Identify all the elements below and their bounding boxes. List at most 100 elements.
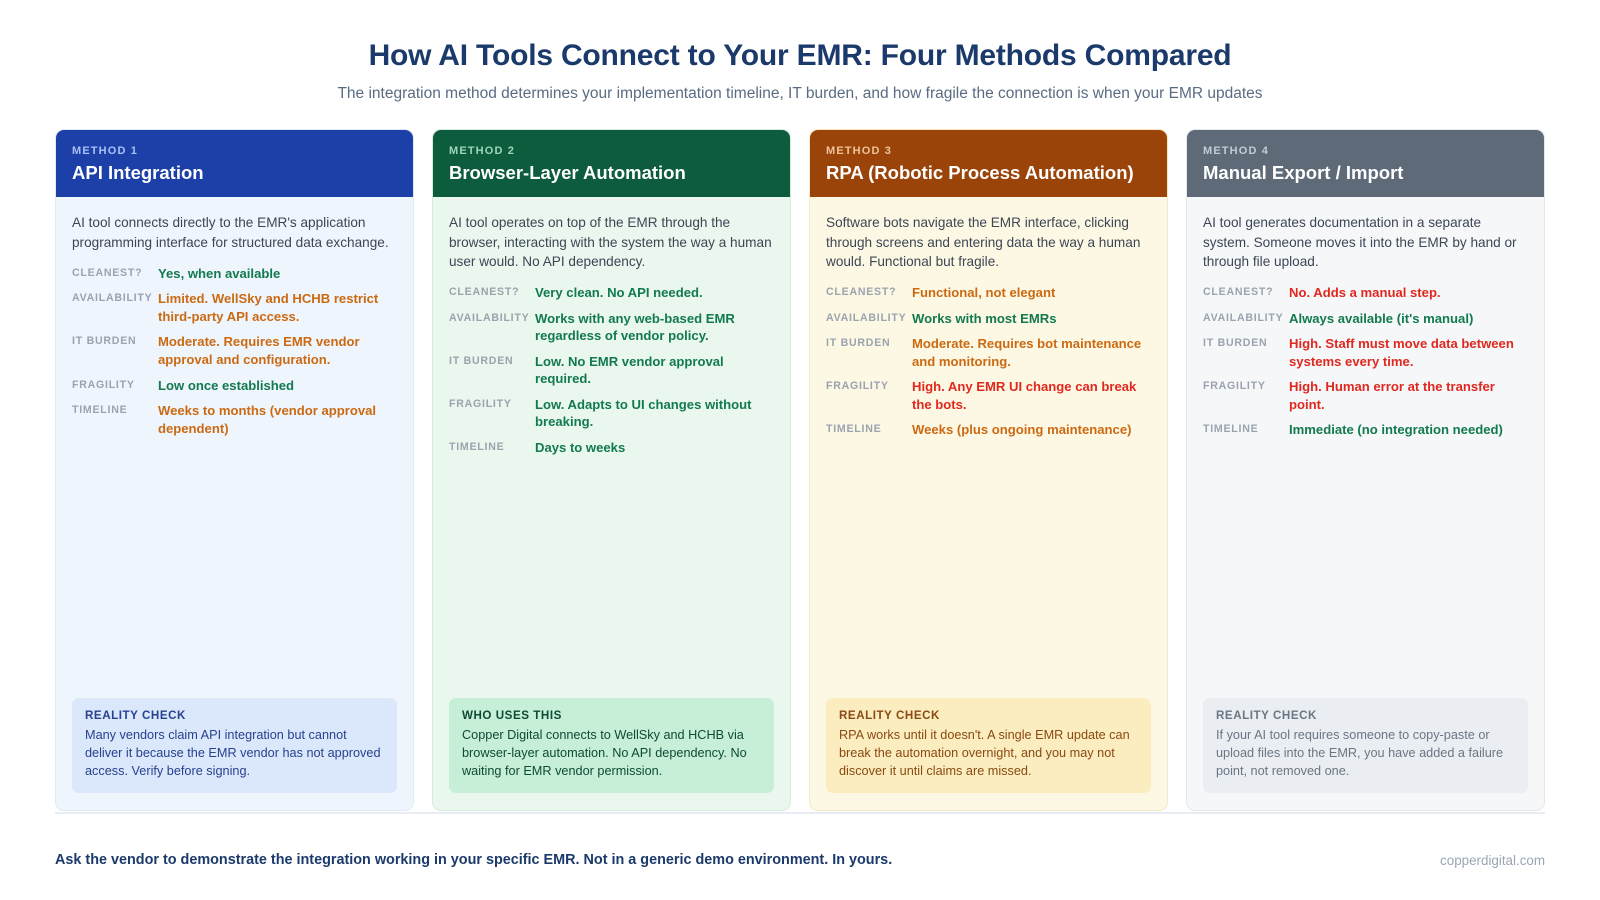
reality-check-box-4: REALITY CHECK If your AI tool requires s… bbox=[1203, 697, 1528, 793]
method-label-2: METHOD 2 bbox=[449, 145, 516, 157]
attribute-row: IT BURDEN Moderate. Requires EMR vendor … bbox=[72, 333, 397, 368]
card-spacer bbox=[72, 445, 397, 698]
card-spacer bbox=[449, 464, 774, 698]
attribute-value: High. Staff must move data between syste… bbox=[1289, 336, 1514, 369]
attribute-key: FRAGILITY bbox=[826, 380, 889, 393]
attribute-row: FRAGILITY High. Any EMR UI change can br… bbox=[826, 378, 1151, 413]
attribute-value: Yes, when available bbox=[158, 265, 281, 281]
method-title-1: API Integration bbox=[72, 162, 204, 183]
attribute-row: AVAILABILITY Always available (it's manu… bbox=[1203, 310, 1528, 328]
footer-recommendation: Ask the vendor to demonstrate the integr… bbox=[55, 852, 893, 868]
attribute-row: IT BURDEN High. Staff must move data bet… bbox=[1203, 335, 1528, 370]
attribute-value: High. Any EMR UI change can break the bo… bbox=[912, 379, 1137, 412]
attribute-row: CLEANEST? Very clean. No API needed. bbox=[449, 284, 774, 302]
note-text: Copper Digital connects to WellSky and H… bbox=[462, 727, 747, 778]
attribute-row: AVAILABILITY Works with any web-based EM… bbox=[449, 310, 774, 345]
method-description-4: AI tool generates documentation in a sep… bbox=[1203, 215, 1517, 269]
attribute-key: FRAGILITY bbox=[449, 397, 512, 410]
attribute-row: TIMELINE Weeks to months (vendor approva… bbox=[72, 402, 397, 437]
footer-brand: copperdigital.com bbox=[1440, 852, 1545, 868]
method-card-2: METHOD 2 Browser-Layer Automation AI too… bbox=[432, 129, 791, 811]
reality-check-box-1: REALITY CHECK Many vendors claim API int… bbox=[72, 697, 397, 793]
card-header-3: METHOD 3 RPA (Robotic Process Automation… bbox=[810, 130, 1167, 198]
note-title: REALITY CHECK bbox=[839, 708, 940, 722]
attribute-list-2: CLEANEST? Very clean. No API needed. AVA… bbox=[449, 284, 774, 464]
method-card-1: METHOD 1 API Integration AI tool connect… bbox=[55, 129, 414, 811]
who-uses-this-box-2: WHO USES THIS Copper Digital connects to… bbox=[449, 697, 774, 793]
attribute-key: TIMELINE bbox=[72, 404, 128, 417]
attribute-value: Moderate. Requires bot maintenance and m… bbox=[912, 336, 1142, 369]
reality-check-box-3: REALITY CHECK RPA works until it doesn't… bbox=[826, 697, 1151, 793]
method-title-4: Manual Export / Import bbox=[1203, 162, 1404, 183]
attribute-row: FRAGILITY Low once established bbox=[72, 377, 397, 395]
attribute-key: FRAGILITY bbox=[1203, 380, 1266, 393]
attribute-row: TIMELINE Days to weeks bbox=[449, 439, 774, 457]
page-footer: Ask the vendor to demonstrate the integr… bbox=[55, 812, 1545, 900]
method-description-3: Software bots navigate the EMR interface… bbox=[826, 215, 1141, 269]
attribute-key: IT BURDEN bbox=[72, 335, 137, 348]
page-header: How AI Tools Connect to Your EMR: Four M… bbox=[0, 0, 1600, 103]
note-text: Many vendors claim API integration but c… bbox=[85, 727, 381, 778]
note-title: REALITY CHECK bbox=[85, 708, 186, 722]
card-spacer bbox=[826, 447, 1151, 698]
attribute-value: Weeks to months (vendor approval depende… bbox=[158, 403, 377, 436]
attribute-row: CLEANEST? Yes, when available bbox=[72, 265, 397, 283]
attribute-row: TIMELINE Immediate (no integration neede… bbox=[1203, 421, 1528, 439]
card-spacer bbox=[1203, 447, 1528, 698]
attribute-row: CLEANEST? Functional, not elegant bbox=[826, 284, 1151, 302]
attribute-key: CLEANEST? bbox=[72, 266, 143, 279]
attribute-key: AVAILABILITY bbox=[449, 311, 530, 324]
attribute-value: Very clean. No API needed. bbox=[535, 285, 703, 301]
attribute-key: TIMELINE bbox=[826, 423, 882, 436]
attribute-key: IT BURDEN bbox=[826, 337, 891, 350]
attribute-key: CLEANEST? bbox=[449, 286, 520, 299]
attribute-list-3: CLEANEST? Functional, not elegant AVAILA… bbox=[826, 284, 1151, 447]
method-label-1: METHOD 1 bbox=[72, 145, 139, 157]
note-text: RPA works until it doesn't. A single EMR… bbox=[839, 727, 1130, 778]
attribute-key: IT BURDEN bbox=[449, 354, 514, 367]
attribute-key: FRAGILITY bbox=[72, 378, 135, 391]
attribute-key: IT BURDEN bbox=[1203, 337, 1268, 350]
method-cards-row: METHOD 1 API Integration AI tool connect… bbox=[0, 129, 1600, 811]
attribute-key: TIMELINE bbox=[449, 440, 505, 453]
card-body-2: AI tool operates on top of the EMR throu… bbox=[433, 197, 790, 698]
attribute-row: IT BURDEN Moderate. Requires bot mainten… bbox=[826, 335, 1151, 370]
attribute-value: Low once established bbox=[158, 377, 295, 393]
attribute-value: Weeks (plus ongoing maintenance) bbox=[912, 422, 1132, 438]
note-text: If your AI tool requires someone to copy… bbox=[1216, 727, 1504, 778]
attribute-key: TIMELINE bbox=[1203, 423, 1259, 436]
card-body-4: AI tool generates documentation in a sep… bbox=[1187, 197, 1544, 698]
method-title-2: Browser-Layer Automation bbox=[449, 162, 686, 183]
note-title: WHO USES THIS bbox=[462, 708, 562, 722]
attribute-value: Moderate. Requires EMR vendor approval a… bbox=[158, 334, 360, 367]
attribute-row: AVAILABILITY Works with most EMRs bbox=[826, 310, 1151, 328]
attribute-key: AVAILABILITY bbox=[1203, 311, 1284, 324]
card-header-4: METHOD 4 Manual Export / Import bbox=[1187, 130, 1544, 198]
attribute-key: AVAILABILITY bbox=[826, 311, 907, 324]
attribute-row: AVAILABILITY Limited. WellSky and HCHB r… bbox=[72, 290, 397, 325]
attribute-row: IT BURDEN Low. No EMR vendor approval re… bbox=[449, 353, 774, 388]
attribute-value: Works with any web-based EMR regardless … bbox=[535, 310, 735, 344]
card-header-2: METHOD 2 Browser-Layer Automation bbox=[433, 130, 790, 198]
attribute-list-1: CLEANEST? Yes, when available AVAILABILI… bbox=[72, 265, 397, 445]
card-body-1: AI tool connects directly to the EMR's a… bbox=[56, 197, 413, 698]
attribute-value: Functional, not elegant bbox=[912, 285, 1056, 301]
page-title: How AI Tools Connect to Your EMR: Four M… bbox=[368, 39, 1232, 72]
attribute-value: Limited. WellSky and HCHB restrict third… bbox=[158, 291, 379, 324]
attribute-row: FRAGILITY High. Human error at the trans… bbox=[1203, 378, 1528, 413]
attribute-list-4: CLEANEST? No. Adds a manual step. AVAILA… bbox=[1203, 284, 1528, 447]
card-body-3: Software bots navigate the EMR interface… bbox=[810, 197, 1167, 698]
attribute-value: Low. No EMR vendor approval required. bbox=[535, 353, 724, 387]
attribute-value: Immediate (no integration needed) bbox=[1289, 422, 1503, 438]
method-card-3: METHOD 3 RPA (Robotic Process Automation… bbox=[809, 129, 1168, 811]
attribute-value: Low. Adapts to UI changes without breaki… bbox=[535, 396, 752, 430]
page-subtitle: The integration method determines your i… bbox=[337, 85, 1263, 102]
method-description-2: AI tool operates on top of the EMR throu… bbox=[449, 215, 772, 269]
attribute-row: TIMELINE Weeks (plus ongoing maintenance… bbox=[826, 421, 1151, 439]
method-card-4: METHOD 4 Manual Export / Import AI tool … bbox=[1186, 129, 1545, 811]
attribute-key: CLEANEST? bbox=[826, 286, 897, 299]
attribute-row: CLEANEST? No. Adds a manual step. bbox=[1203, 284, 1528, 302]
method-description-1: AI tool connects directly to the EMR's a… bbox=[72, 215, 389, 250]
attribute-value: High. Human error at the transfer point. bbox=[1289, 379, 1495, 412]
